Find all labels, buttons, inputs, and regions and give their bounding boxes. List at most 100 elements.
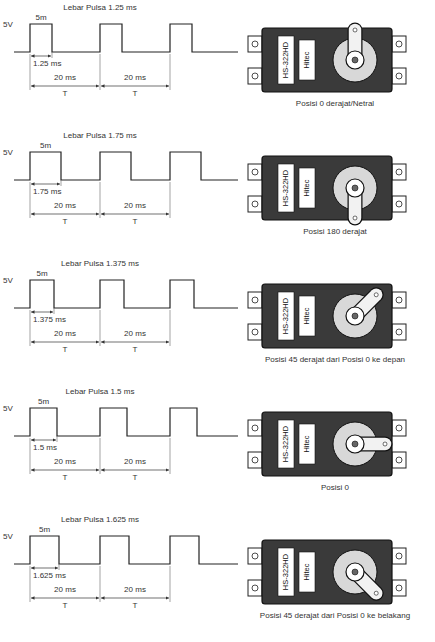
servo-motor [248,28,406,92]
extension-line [30,438,31,474]
extension-line [52,52,53,58]
servo-body [262,540,392,604]
period-dimension [101,598,169,599]
mounting-ear [392,548,406,564]
mounting-ear [392,292,406,308]
period-dimension [31,86,99,87]
brand-label: Hitec [303,563,312,580]
model-label: HS-322HD [282,42,291,78]
mounting-ear [392,196,406,212]
width-dimension [31,312,53,313]
mounting-hole [396,457,402,463]
level-label: 5m [39,525,50,534]
period-symbol: T [133,345,138,354]
hub-screw [352,313,358,319]
position-caption: Posisi 45 derajat dari Posisi 0 ke depan [250,355,420,364]
level-label: 5m [40,141,51,150]
mounting-hole [396,201,402,207]
horn-hole [353,216,357,220]
servo-motor [248,412,406,476]
mounting-hole [396,41,402,47]
pulse-title: Lebar Pulsa 1.625 ms [61,515,139,524]
position-caption: Posisi 180 derajat [250,227,420,236]
mounting-ear [248,292,262,308]
period-symbol: T [133,473,138,482]
level-label: 5m [35,13,46,22]
row-illustration [14,536,238,602]
mounting-hole [252,169,258,175]
model-sticker [278,292,294,340]
period-label: 20 ms [54,201,76,210]
period-symbol: T [63,89,68,98]
mounting-hole [396,585,402,591]
pulse-width: 1.625 ms [33,571,66,580]
mounting-ear [248,452,262,468]
mounting-hole [252,585,258,591]
extension-line [170,54,171,90]
pulse-waveform [14,408,238,436]
mounting-hole [396,553,402,559]
extension-line [100,54,101,90]
model-sticker [278,164,294,212]
mounting-hole [252,201,258,207]
mounting-hole [396,425,402,431]
period-symbol: T [133,601,138,610]
mounting-hole [252,553,258,559]
period-label: 20 ms [54,457,76,466]
horn-hole [374,591,378,595]
width-dimension [31,56,51,57]
hub-screw [352,441,358,447]
period-dimension [101,86,169,87]
pulse-waveform [14,152,238,180]
period-dimension [101,342,169,343]
model-label: HS-322HD [282,170,291,206]
extension-line [57,436,58,442]
period-label: 20 ms [124,201,146,210]
extension-line [170,566,171,602]
level-label: 5m [36,269,47,278]
width-dimension [31,568,58,569]
extension-line [100,182,101,218]
pulse-title: Lebar Pulsa 1.5 ms [66,387,135,396]
brand-sticker [299,552,315,592]
row-illustration [14,24,238,90]
period-dimension [31,470,99,471]
mounting-ear [248,580,262,596]
brand-sticker [299,168,315,208]
mounting-ear [248,36,262,52]
period-label: 20 ms [54,73,76,82]
period-label: 20 ms [54,329,76,338]
horn-hub [346,51,364,69]
period-symbol: T [63,601,68,610]
mounting-hole [396,169,402,175]
horn-hub [346,179,364,197]
horn-hole [383,442,387,446]
extension-line [30,182,31,218]
hub-screw [352,569,358,575]
mounting-ear [248,420,262,436]
width-dimension [31,184,60,185]
voltage-label: 5V [3,404,13,413]
model-sticker [278,420,294,468]
mounting-ear [392,580,406,596]
pulse-waveform [14,280,238,308]
period-symbol: T [63,345,68,354]
period-dimension [31,342,99,343]
servo-body [262,28,392,92]
period-symbol: T [63,473,68,482]
period-symbol: T [133,89,138,98]
gear-housing [333,294,377,338]
period-dimension [31,598,99,599]
period-dimension [101,470,169,471]
model-sticker [278,36,294,84]
period-label: 20 ms [124,73,146,82]
row-illustration [14,152,238,218]
voltage-label: 5V [3,532,13,541]
extension-line [59,564,60,570]
pulse-width: 1.25 ms [33,59,61,68]
extension-line [30,310,31,346]
period-label: 20 ms [124,329,146,338]
brand-label: Hitec [303,179,312,196]
model-label: HS-322HD [282,554,291,590]
